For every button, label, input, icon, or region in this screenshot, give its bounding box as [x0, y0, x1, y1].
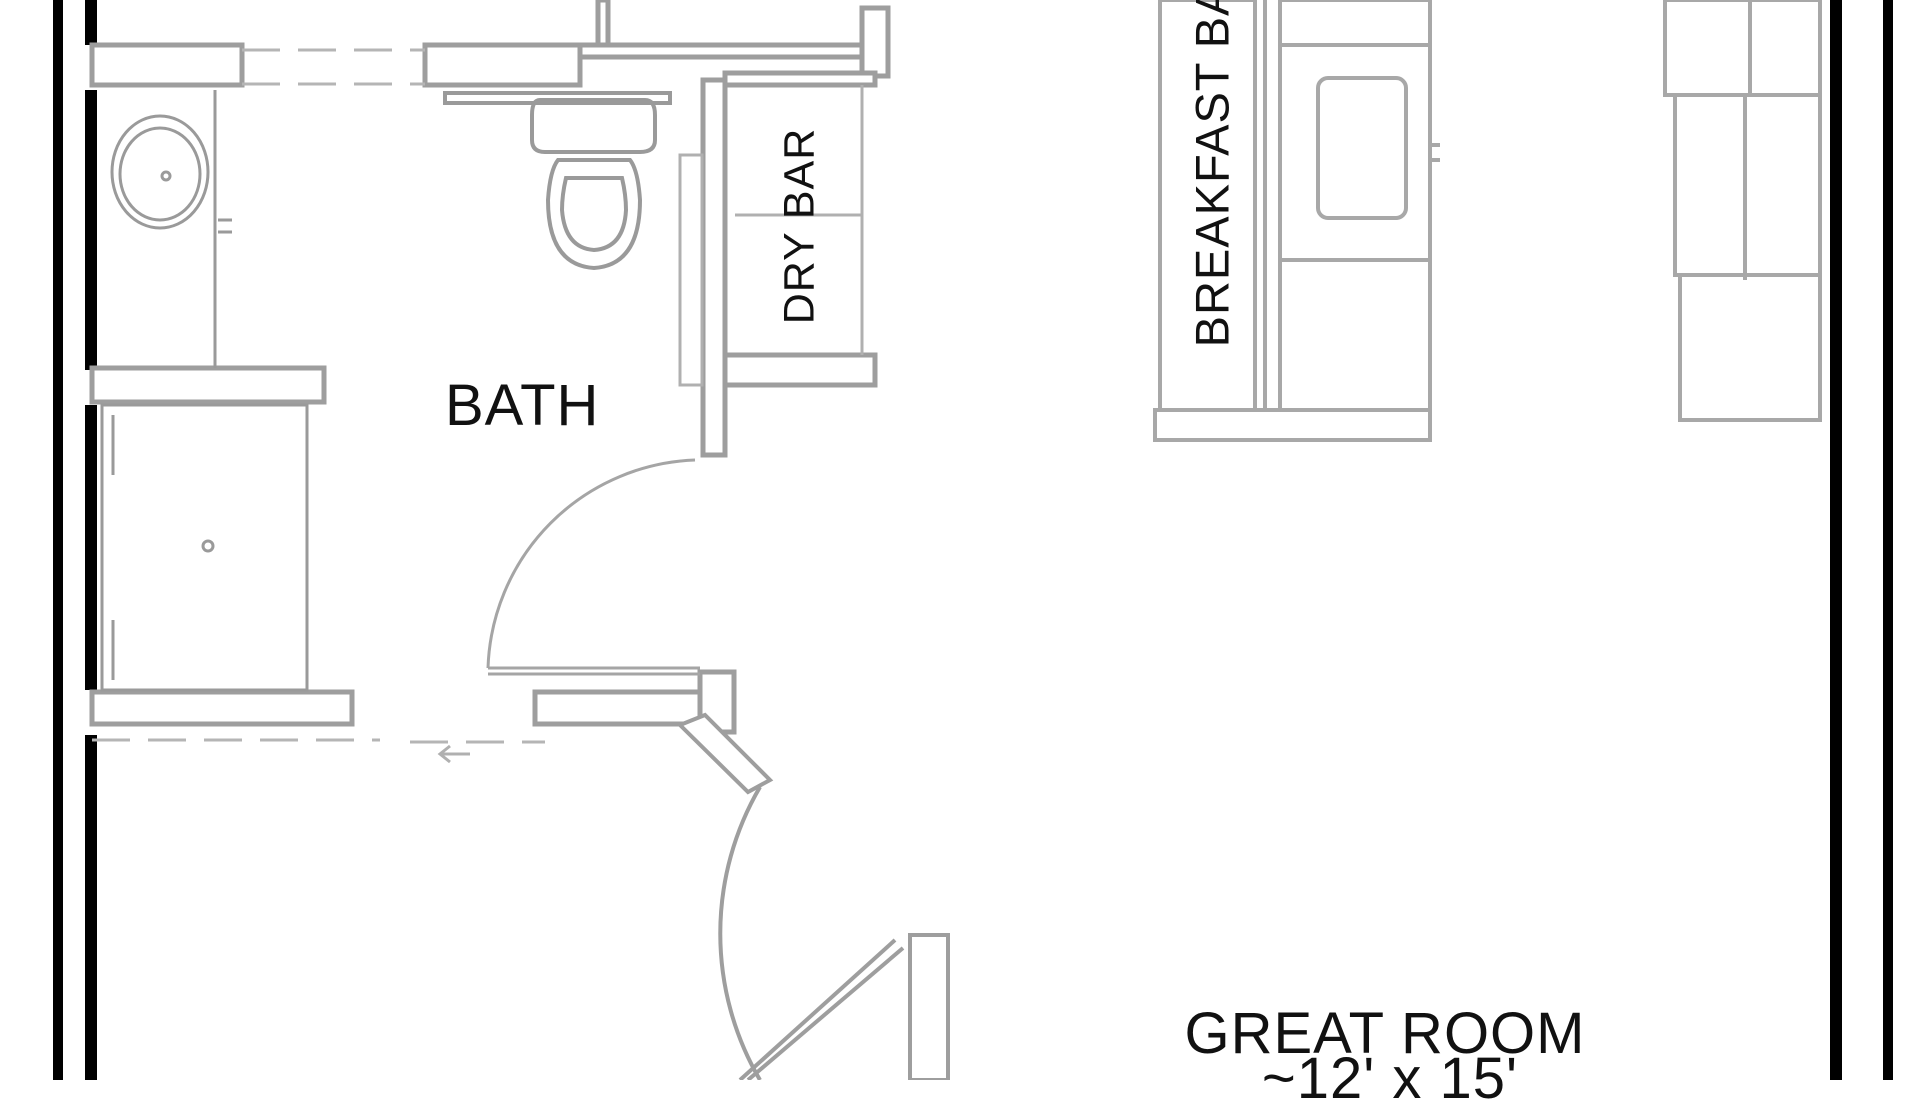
- entry-door: [676, 712, 950, 1080]
- floor-plan-drawing: [53, 0, 1893, 1080]
- shower: [100, 403, 309, 692]
- pocket-door-arrow: [437, 744, 470, 764]
- dry-bar-shelving: [678, 85, 864, 387]
- right-cabinets: [1663, 0, 1822, 422]
- vanity-sink: [110, 90, 232, 368]
- breakfast-bar-cabinets: [1153, 0, 1440, 442]
- toilet: [443, 91, 672, 271]
- great-room-size-label: ~12' x 15': [1261, 1046, 1519, 1111]
- interior-walls: [89, 0, 891, 735]
- bath-door: [486, 458, 700, 676]
- exterior-walls: [53, 0, 1893, 1080]
- dashed-openings: [92, 48, 545, 744]
- exterior-wall-inner-lines: [85, 0, 1842, 1080]
- breakfast-bar-label: BREAKFAST BAR: [1185, 0, 1239, 348]
- great-room-label: GREAT ROOM: [1184, 1001, 1586, 1066]
- bath-label: BATH: [445, 373, 600, 438]
- dry-bar-label: DRY BAR: [775, 127, 824, 325]
